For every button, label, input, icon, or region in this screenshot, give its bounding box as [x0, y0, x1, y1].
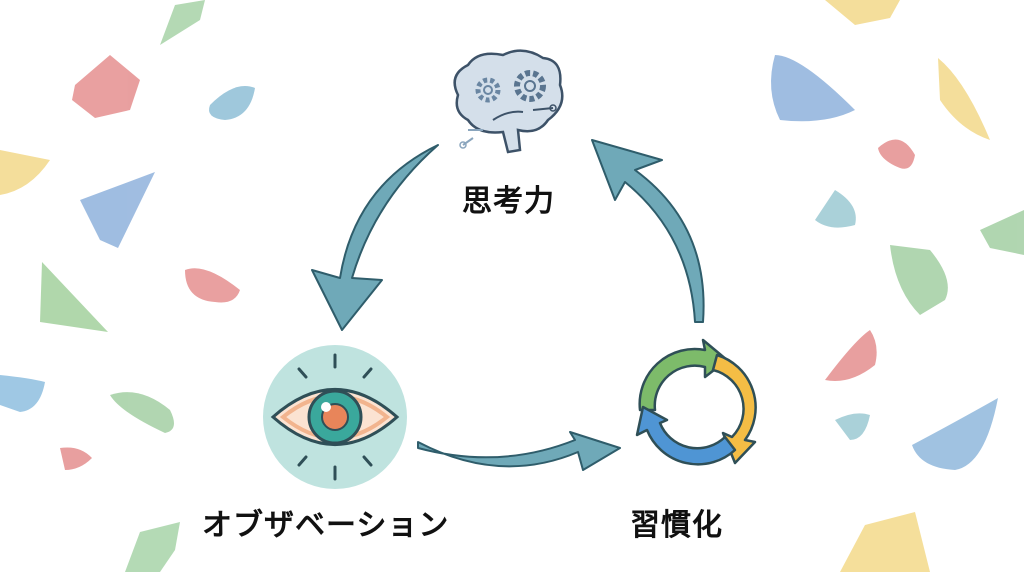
climbing-hold-icon — [0, 375, 45, 412]
arrow-thinking-to-observation — [311, 144, 439, 331]
climbing-hold-icon — [110, 392, 174, 433]
climbing-hold-icon — [825, 330, 877, 381]
climbing-hold-icon — [840, 512, 930, 572]
recycle-arrows-icon — [635, 338, 757, 466]
climbing-hold-icon — [835, 413, 870, 440]
climbing-hold-icon — [125, 522, 180, 572]
climbing-hold-icon — [980, 210, 1024, 255]
climbing-hold-icon — [771, 55, 855, 122]
climbing-hold-icon — [72, 55, 140, 118]
climbing-hold-icon — [878, 139, 915, 169]
climbing-hold-icon — [815, 190, 856, 228]
eye-icon — [263, 345, 407, 489]
climbing-hold-icon — [185, 268, 240, 303]
cycle-arrows — [311, 139, 705, 471]
brain-gears-icon — [453, 49, 564, 154]
climbing-hold-icon — [825, 0, 900, 25]
arrow-observation-to-habit — [417, 431, 621, 471]
climbing-hold-icon — [912, 398, 998, 470]
climbing-hold-icon — [209, 86, 255, 120]
climbing-hold-icon — [938, 58, 990, 140]
climbing-hold-icon — [60, 447, 92, 470]
node-label-thinking: 思考力 — [462, 184, 555, 219]
arrow-habit-to-thinking — [591, 139, 705, 323]
climbing-hold-icon — [160, 0, 205, 45]
climbing-hold-icon — [0, 150, 50, 195]
node-label-habit: 習慣化 — [630, 508, 723, 543]
climbing-hold-icon — [80, 172, 155, 248]
climbing-hold-icon — [40, 262, 108, 332]
node-label-observation: オブザベーション — [202, 508, 450, 543]
climbing-hold-icon — [890, 245, 948, 315]
